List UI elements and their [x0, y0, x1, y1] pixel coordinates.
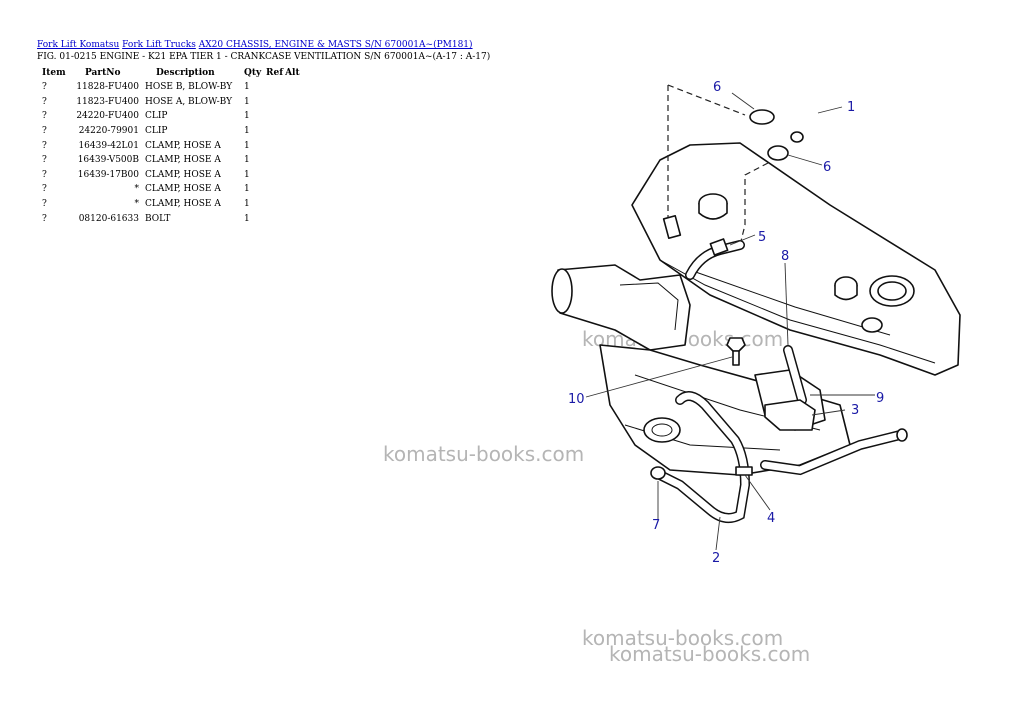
callout-10: 10 [568, 392, 585, 407]
parts-table: Item PartNo Description Qty Ref Alt ? 118… [37, 66, 301, 226]
cell-description: CLAMP, HOSE A [145, 184, 221, 195]
cell-item: ? [42, 199, 47, 210]
clip-6a [749, 109, 775, 125]
col-header-description: Description [156, 68, 215, 78]
cell-qty: 1 [244, 213, 250, 224]
table-row: ? 11828-FU400 HOSE B, BLOW-BY 1 [37, 80, 301, 95]
cell-partno: 08120-61633 [78, 213, 139, 224]
callout-1: 1 [847, 100, 855, 115]
breadcrumb: Fork Lift Komatsu Fork Lift Trucks AX20 … [37, 40, 473, 50]
table-row: ? * CLAMP, HOSE A 1 [37, 197, 301, 212]
cell-description: CLAMP, HOSE A [145, 155, 221, 166]
cell-partno: 11823-FU400 [76, 96, 139, 107]
table-header-row: Item PartNo Description Qty Ref Alt [37, 66, 301, 80]
cell-description: HOSE B, BLOW-BY [145, 82, 233, 93]
cell-item: ? [42, 111, 47, 122]
cell-description: CLAMP, HOSE A [145, 169, 221, 180]
callout-5: 5 [758, 230, 766, 245]
table-row: ? 16439-42L01 CLAMP, HOSE A 1 [37, 138, 301, 153]
cell-description: BOLT [145, 213, 171, 224]
cell-qty: 1 [244, 140, 250, 151]
col-header-partno: PartNo [85, 68, 121, 78]
cell-partno: * [134, 184, 140, 195]
cell-description: CLIP [145, 126, 168, 137]
cell-qty: 1 [244, 199, 250, 210]
cell-item: ? [42, 213, 47, 224]
table-row: ? 24220-FU400 CLIP 1 [37, 109, 301, 124]
cell-qty: 1 [244, 184, 250, 195]
cell-partno: 16439-V500B [77, 155, 139, 166]
table-row: ? 24220-79901 CLIP 1 [37, 124, 301, 139]
clip-6b [767, 145, 789, 161]
cell-item: ? [42, 140, 47, 151]
cell-partno: 11828-FU400 [76, 82, 139, 93]
cell-qty: 1 [244, 111, 250, 122]
col-header-alt: Alt [285, 68, 300, 78]
col-header-item: Item [42, 68, 66, 78]
cell-item: ? [42, 155, 47, 166]
breadcrumb-link-ax20-chassis[interactable]: AX20 CHASSIS, ENGINE & MASTS S/N 670001A… [198, 40, 473, 50]
col-header-ref: Ref [266, 68, 284, 78]
callout-8: 8 [781, 249, 789, 264]
table-row: ? * CLAMP, HOSE A 1 [37, 182, 301, 197]
cell-item: ? [42, 126, 47, 137]
cell-description: CLAMP, HOSE A [145, 140, 221, 151]
cell-item: ? [42, 184, 47, 195]
callout-7: 7 [652, 518, 660, 533]
table-row: ? 16439-17B00 CLAMP, HOSE A 1 [37, 168, 301, 183]
figure-title: FIG. 01-0215 ENGINE - K21 EPA TIER 1 - C… [37, 52, 491, 62]
callout-4: 4 [767, 511, 775, 526]
cell-qty: 1 [244, 155, 250, 166]
cell-description: CLIP [145, 111, 168, 122]
bolt-10 [726, 337, 746, 366]
col-header-qty: Qty [244, 68, 262, 78]
cell-partno: 24220-79901 [78, 126, 139, 137]
watermark: komatsu-books.com [609, 642, 811, 666]
cell-item: ? [42, 96, 47, 107]
crankcase-ventilation-diagram: 1 2 3 4 5 6 6 7 8 9 10 [551, 62, 961, 566]
parts-table-body: ? 11828-FU400 HOSE B, BLOW-BY 1? 11823-FU400… [37, 80, 301, 226]
callout-6a: 6 [713, 80, 721, 95]
cell-partno: 24220-FU400 [76, 111, 139, 122]
cell-description: CLAMP, HOSE A [145, 199, 221, 210]
cell-partno: 16439-42L01 [78, 140, 139, 151]
cell-partno: 16439-17B00 [77, 169, 139, 180]
table-row: ? 11823-FU400 HOSE A, BLOW-BY 1 [37, 95, 301, 110]
breadcrumb-link-fork-lift-trucks[interactable]: Fork Lift Trucks [122, 40, 196, 50]
cell-item: ? [42, 82, 47, 93]
callout-3: 3 [851, 403, 859, 418]
callout-6b: 6 [823, 160, 831, 175]
table-row: ? 16439-V500B CLAMP, HOSE A 1 [37, 153, 301, 168]
intake-elbow [551, 264, 691, 351]
table-row: ? 08120-61633 BOLT 1 [37, 211, 301, 226]
breadcrumb-link-fork-lift-komatsu[interactable]: Fork Lift Komatsu [37, 40, 120, 50]
cell-qty: 1 [244, 126, 250, 137]
cell-qty: 1 [244, 169, 250, 180]
cell-description: HOSE A, BLOW-BY [145, 96, 233, 107]
cell-partno: * [134, 199, 140, 210]
watermark: komatsu-books.com [383, 442, 585, 466]
cell-item: ? [42, 169, 47, 180]
callout-2: 2 [712, 551, 720, 566]
cell-qty: 1 [244, 96, 250, 107]
watermark: komatsu-books.com [582, 626, 784, 650]
cell-qty: 1 [244, 82, 250, 93]
callout-9: 9 [876, 391, 884, 406]
